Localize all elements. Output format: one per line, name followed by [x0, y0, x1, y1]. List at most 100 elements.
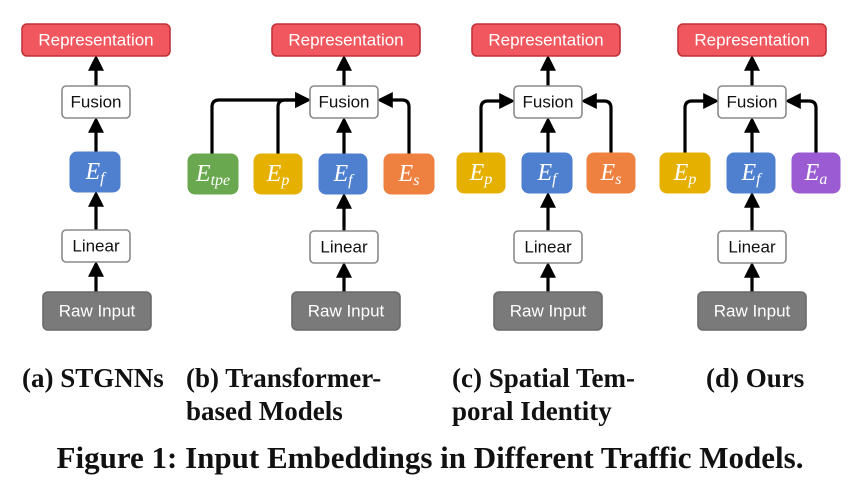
panel-d-node-ep: Ep	[659, 152, 711, 194]
panel-c-node-es: Es	[586, 152, 636, 194]
panel-d-node-ef: Ef	[726, 152, 776, 194]
panel-b-fusion-box	[309, 85, 379, 119]
panel-d-linear-label: Linear	[728, 238, 776, 257]
panel-a-caption-line-1: (a) STGNNs	[22, 363, 164, 393]
panel-b-raw-box	[291, 291, 401, 331]
panel-a-ef-label: Ef	[84, 159, 107, 187]
panel-c-rep-label: Representation	[488, 31, 603, 50]
panel-a-node-linear: Linear	[61, 229, 131, 263]
panel-c-ep-box	[456, 152, 506, 194]
panel-a-node-ef: Ef	[69, 151, 121, 193]
panel-b-arrow-7	[376, 92, 411, 154]
panel-d-arrow-6	[784, 93, 818, 153]
panel-c-node-ef: Ef	[521, 152, 573, 194]
panel-c-es-box	[586, 152, 636, 194]
panel-d-ea-label: Ea	[804, 160, 828, 188]
panel-c-raw-label: Raw Input	[510, 302, 587, 321]
panel-d-node-raw: Raw Input	[697, 291, 807, 331]
panel-c-caption: (c) Spatial Tem- poral Identity	[452, 362, 635, 428]
panel-b-caption: (b) Transformer- based Models	[186, 362, 381, 428]
panel-a-linear-label: Linear	[72, 237, 120, 256]
panel-c-node-raw: Raw Input	[493, 291, 603, 331]
panel-c-caption-line-2: poral Identity	[452, 396, 612, 426]
panel-b-node-es: Es	[383, 153, 435, 195]
panel-b-node-linear: Linear	[309, 230, 379, 264]
panel-b-arrow-5	[210, 92, 312, 154]
panel-b-ef-label: Ef	[332, 161, 355, 189]
panel-c-linear-label: Linear	[524, 238, 572, 257]
panel-a-node-raw: Raw Input	[42, 291, 152, 331]
panel-b-fusion-label: Fusion	[318, 93, 369, 112]
panel-c-ep-label: Ep	[469, 160, 493, 188]
panel-b-arrow-6	[276, 92, 312, 154]
panel-d-ea-box	[791, 152, 841, 194]
panel-b-node-rep: Representation	[271, 23, 421, 57]
panel-a-fusion-box	[61, 85, 131, 119]
panel-b-linear-label: Linear	[320, 238, 368, 257]
panel-c-fusion-label: Fusion	[522, 93, 573, 112]
panel-a-rep-box	[21, 23, 171, 57]
figure-caption: Figure 1: Input Embeddings in Different …	[56, 440, 804, 475]
panel-d-raw-box	[697, 291, 807, 331]
panel-c-es-label: Es	[600, 160, 622, 188]
panel-d-ep-label: Ep	[673, 160, 697, 188]
panel-d-node-rep: Representation	[677, 23, 827, 57]
panel-c-node-rep: Representation	[471, 23, 621, 57]
panel-d-rep-box	[677, 23, 827, 57]
panel-c-ef-label: Ef	[536, 160, 559, 188]
panel-c-node-fusion: Fusion	[513, 85, 583, 119]
panel-c-node-ep: Ep	[456, 152, 506, 194]
panel-c-ef-box	[521, 152, 573, 194]
panel-b-es-label: Es	[398, 161, 420, 189]
panel-b-node-etpe: Etpe	[187, 153, 239, 195]
panel-b-node-fusion: Fusion	[309, 85, 379, 119]
panel-d-node-fusion: Fusion	[717, 85, 787, 119]
panel-b-ep-box	[253, 153, 303, 195]
panel-d-node-linear: Linear	[717, 230, 787, 264]
panel-d-raw-label: Raw Input	[714, 302, 791, 321]
panel-b-ep-label: Ep	[266, 161, 290, 189]
panel-d-caption-line-1: (d) Ours	[706, 363, 805, 393]
panel-a-fusion-label: Fusion	[70, 93, 121, 112]
panel-b-node-ef: Ef	[318, 153, 368, 195]
panel-a-ef-box	[69, 151, 121, 193]
panel-c-linear-box	[513, 230, 583, 264]
panel-d-node-ea: Ea	[791, 152, 841, 194]
panel-c-arrow-6	[580, 93, 613, 153]
panel-b-caption-line-1: (b) Transformer-	[186, 363, 382, 393]
panel-d-ef-box	[726, 152, 776, 194]
panel-b-rep-label: Representation	[288, 31, 403, 50]
panel-a-raw-label: Raw Input	[59, 302, 136, 321]
panel-d-fusion-box	[717, 85, 787, 119]
panel-c-arrow-5	[479, 93, 516, 153]
panel-b-etpe-label: Etpe	[195, 161, 230, 189]
panel-c-caption-line-1: (c) Spatial Tem-	[452, 363, 636, 393]
panel-a-rep-label: Representation	[38, 31, 153, 50]
panel-d-ep-box	[659, 152, 711, 194]
panel-a-raw-box	[42, 291, 152, 331]
panel-d-caption: (d) Ours	[706, 362, 804, 395]
panel-b-caption-line-2: based Models	[186, 396, 343, 426]
panel-d-linear-box	[717, 230, 787, 264]
panel-c-fusion-box	[513, 85, 583, 119]
panel-b-rep-box	[271, 23, 421, 57]
panel-c-node-linear: Linear	[513, 230, 583, 264]
panel-d-arrow-5	[683, 93, 720, 153]
panel-b-etpe-box	[187, 153, 239, 195]
panel-b-es-box	[383, 153, 435, 195]
panel-b-raw-label: Raw Input	[308, 302, 385, 321]
panel-d-ef-label: Ef	[740, 160, 763, 188]
panel-a-node-fusion: Fusion	[61, 85, 131, 119]
panel-d-fusion-label: Fusion	[726, 93, 777, 112]
panel-c-rep-box	[471, 23, 621, 57]
panel-d-rep-label: Representation	[694, 31, 809, 50]
panel-c-raw-box	[493, 291, 603, 331]
panel-b-ef-box	[318, 153, 368, 195]
panel-b-node-raw: Raw Input	[291, 291, 401, 331]
panel-a-linear-box	[61, 229, 131, 263]
panel-a-node-rep: Representation	[21, 23, 171, 57]
panel-a-caption: (a) STGNNs	[22, 362, 164, 395]
panel-b-node-ep: Ep	[253, 153, 303, 195]
